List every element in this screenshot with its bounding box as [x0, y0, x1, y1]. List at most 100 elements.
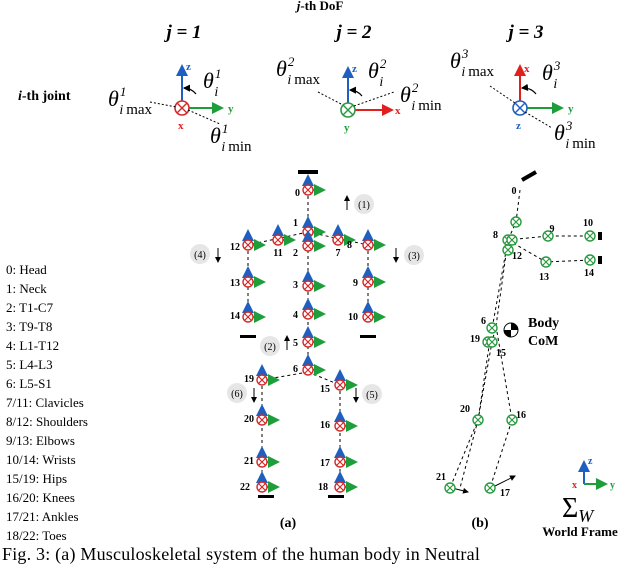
joint-marker: 22 [240, 471, 280, 493]
body-com-label-2: CoM [528, 334, 558, 349]
joint-number: 2 [293, 248, 298, 259]
joint-number: 17 [320, 458, 330, 469]
joint-number: 15 [496, 348, 506, 359]
legend-item: 17/21: Ankles [6, 509, 79, 524]
joint-number: 9 [550, 224, 555, 235]
dof-header-j1: j = 1 [163, 22, 201, 43]
joint-number: 12 [512, 251, 522, 262]
x-axis-label: x [524, 63, 530, 75]
body-com-label: Body [528, 316, 559, 331]
joint-marker: 16 [320, 410, 358, 432]
joint-marker: 2 [293, 230, 326, 259]
motion-label-5: (5) [366, 390, 378, 401]
joint-marker: 5 [293, 326, 326, 349]
figure-caption: Fig. 3: (a) Musculoskeletal system of th… [2, 544, 481, 564]
joint-marker: 9 [353, 266, 386, 289]
dof-header-j3: j = 3 [505, 22, 543, 43]
y-axis-label: y [568, 103, 574, 115]
joint-number: 18 [318, 482, 328, 493]
joint-marker: 8 [347, 229, 386, 251]
legend-item: 16/20: Knees [6, 490, 75, 505]
joint-number: 12 [230, 242, 240, 253]
legend-item: 7/11: Clavicles [6, 395, 84, 410]
z-axis-label: z [588, 456, 593, 467]
motion-label-4: (4) [194, 250, 206, 261]
joint-number: 8 [347, 240, 352, 251]
joint-marker: 20 [244, 404, 280, 426]
joint-number: 1 [293, 218, 298, 229]
joint-marker: 9 [542, 224, 555, 242]
legend-item: 6: L5-S1 [6, 376, 52, 391]
joint-marker: 16 [506, 410, 526, 426]
legend-item: 18/22: Toes [6, 528, 67, 543]
joint-number: 13 [230, 278, 240, 289]
legend-item: 0: Head [6, 262, 47, 277]
joint-marker: 13 [539, 256, 552, 283]
joint-marker: 12 [230, 229, 266, 253]
body-com-marker [503, 322, 519, 338]
joint-number: 20 [244, 414, 254, 425]
joint-number: 3 [293, 280, 298, 291]
dof-header-j2: j = 2 [333, 22, 372, 43]
joint-number: 10 [583, 218, 593, 229]
joint-number: 11 [273, 248, 282, 259]
joint-number: 0 [512, 186, 517, 197]
joint-marker: 6 [293, 354, 326, 376]
joint-number: 9 [353, 278, 358, 289]
joint-marker: 18 [318, 471, 358, 493]
joint-number: 6 [293, 364, 298, 375]
y-axis-label: y [610, 480, 615, 491]
panel-label-b: (b) [471, 516, 488, 531]
x-axis-label: x [178, 120, 184, 132]
legend-item: 15/19: Hips [6, 471, 68, 486]
joint-legend: 0: Head 1: Neck 2: T1-C7 3: T9-T8 4: L1-… [6, 260, 88, 545]
joint-number: 19 [470, 334, 480, 345]
motion-label-1: (1) [358, 200, 370, 211]
joint-marker: 0 [295, 174, 326, 199]
y-axis-label: y [228, 103, 234, 115]
joint-marker: 13 [230, 266, 266, 289]
joint-marker: 14 [584, 254, 596, 279]
joint-number: 16 [516, 410, 526, 421]
joint-marker [502, 244, 514, 256]
joint-marker: 10 [348, 301, 386, 323]
world-frame-axes: z y x [572, 456, 615, 491]
motion-label-2: (2) [264, 342, 276, 353]
joint-number: 13 [539, 272, 549, 283]
joint-number: 7 [336, 248, 341, 259]
motion-marks: (1) (2) (3) (4) (5) (6) [190, 194, 424, 404]
z-axis-label: z [352, 63, 357, 75]
joint-number: 16 [320, 420, 330, 431]
joint-number: 17 [500, 488, 510, 499]
joint-number: 19 [244, 374, 254, 385]
joint-marker: 3 [293, 270, 326, 292]
joint-number: 21 [436, 472, 446, 483]
x-axis-label: x [572, 480, 577, 491]
y-axis-label: y [344, 122, 350, 134]
joint-number: 0 [295, 188, 300, 199]
z-axis-label: z [186, 61, 191, 73]
legend-item: 1: Neck [6, 281, 47, 296]
joint-number: 14 [584, 268, 594, 279]
joint-marker: 11 [272, 224, 296, 259]
joint-number: 5 [293, 338, 298, 349]
dof-title: j-th DoF [295, 0, 344, 13]
x-axis-label: x [395, 105, 401, 117]
skeleton-side-view [449, 170, 602, 494]
legend-item: 2: T1-C7 [6, 300, 54, 315]
joint-marker: 10 [583, 218, 596, 242]
motion-label-6: (6) [231, 389, 243, 400]
joint-marker: 17 [320, 446, 358, 469]
joint-number: 20 [460, 404, 470, 415]
joint-marker: 0 [510, 186, 522, 228]
joint-number: 8 [493, 230, 498, 241]
